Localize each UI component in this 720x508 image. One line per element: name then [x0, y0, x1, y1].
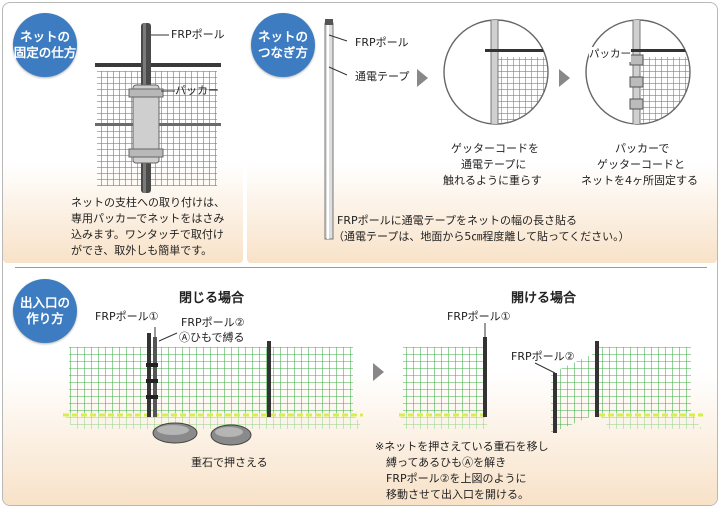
desc-line-2: 専用パッカーでネットをはさみ — [71, 212, 225, 225]
label-closed-pole2: FRPポール② — [181, 316, 245, 329]
badge-line2: 作り方 — [26, 311, 64, 326]
tape-note-1: FRPポールに通電テープをネットの幅の長さ貼る — [337, 214, 577, 227]
badge-net-fixing: ネットの 固定の仕方 — [13, 13, 77, 77]
badge-net-joining: ネットの つなぎ方 — [251, 13, 315, 77]
label-frp-pole-2: FRPポール — [355, 36, 409, 49]
label-open-pole2: FRPポール② — [511, 350, 575, 363]
step-arrow-3 — [373, 363, 384, 381]
desc-line-3: 込みます。ワンタッチで取付け — [71, 228, 224, 241]
badge-line2: つなぎ方 — [257, 45, 308, 60]
closed-title: 閉じる場合 — [179, 291, 245, 306]
section-divider — [15, 267, 707, 268]
pole-packer-illustration — [95, 23, 221, 193]
label-closed-pole1: FRPポール① — [95, 310, 159, 323]
caption-right-2: ゲッターコードと — [597, 158, 685, 171]
desc-line-1: ネットの支柱への取り付けは、 — [71, 196, 225, 209]
caption-mid-3: 触れるように重らす — [443, 174, 542, 187]
label-tape: 通電テープ — [355, 70, 410, 83]
pointer-lines — [328, 34, 348, 76]
pole-tape-illustration — [324, 19, 334, 240]
badge-line1: ネットの — [19, 29, 70, 44]
label-packer-1: パッカー — [175, 84, 219, 97]
label-frp-pole-1: FRPポール — [171, 28, 225, 41]
label-open-pole1: FRPポール① — [447, 310, 511, 323]
circle-detail-packer — [585, 19, 691, 125]
open-note-2: 縛ってあるひもⒶを解き — [375, 456, 507, 469]
open-title: 開ける場合 — [511, 291, 577, 306]
caption-mid-2: 通電テープに — [461, 158, 527, 171]
open-note-3: FRPポール②を上図のように — [375, 472, 527, 485]
desc-line-4: ができ、取外しも簡単です。 — [71, 244, 213, 257]
caption-right-1: パッカーで — [615, 142, 670, 155]
caption-right-3: ネットを4ヶ所固定する — [581, 174, 698, 187]
step-arrow-2 — [559, 69, 570, 87]
badge-entrance: 出入口の 作り方 — [13, 279, 77, 343]
label-packer-2: パッカー — [589, 47, 631, 62]
open-fence-illustration — [399, 323, 703, 433]
step-arrow-1 — [417, 69, 428, 87]
stones-illustration — [152, 422, 252, 446]
closed-fence-illustration — [63, 327, 363, 429]
circle-detail-tape — [443, 19, 549, 125]
open-note-4: 移動させて出入口を開ける。 — [375, 488, 529, 501]
tape-note-2: （通電テープは、地面から5㎝程度離して貼ってください。） — [333, 230, 630, 243]
open-note-1: ※ネットを押さえている重石を移し — [375, 440, 549, 453]
badge-line2: 固定の仕方 — [13, 45, 77, 60]
label-tie: Ⓐひもで縛る — [179, 331, 245, 344]
badge-line1: 出入口の — [19, 295, 70, 310]
label-stone: 重石で押さえる — [191, 456, 268, 469]
caption-mid-1: ゲッターコードを — [451, 142, 539, 155]
badge-line1: ネットの — [257, 29, 308, 44]
